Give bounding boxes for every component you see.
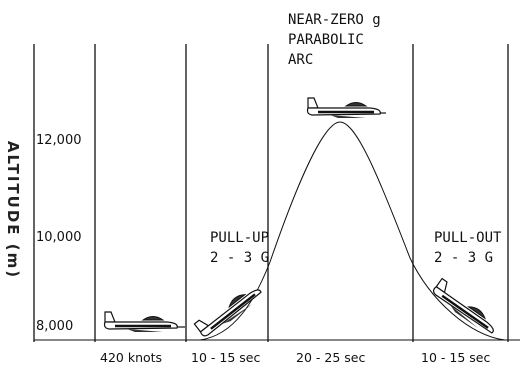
pullout-annotation: PULL-OUT 2 - 3 G (434, 228, 501, 268)
pullout-title: PULL-OUT (434, 230, 502, 246)
phase-label-pullout: 10 - 15 sec (421, 350, 491, 365)
y-axis-label-container: ALTITUDE (m) (0, 120, 26, 300)
arc-line-1: NEAR-ZERO g (288, 12, 381, 28)
pullup-g-force: 2 - 3 G (210, 250, 270, 266)
y-tick-10000: 10,000 (36, 230, 82, 245)
airplane-icon-pullout (432, 277, 494, 334)
pullup-annotation: PULL-UP 2 - 3 G (210, 228, 269, 268)
airplane-icon-arc (306, 97, 386, 118)
pullout-g-force: 2 - 3 G (434, 250, 494, 266)
flight-path-curve (199, 121, 506, 341)
phase-label-level: 420 knots (100, 350, 163, 365)
y-tick-8000: 8,000 (36, 319, 74, 334)
arc-line-2: PARABOLIC (288, 32, 364, 48)
pullup-title: PULL-UP (210, 230, 270, 246)
airplane-icon-level (103, 311, 185, 332)
phase-label-pullup: 10 - 15 sec (191, 350, 261, 365)
phase-label-arc: 20 - 25 sec (296, 350, 366, 365)
y-tick-12000: 12,000 (36, 133, 82, 148)
arc-line-3: ARC (288, 52, 314, 68)
arc-annotation: NEAR-ZERO g PARABOLIC ARC (288, 10, 381, 70)
y-axis-label: ALTITUDE (m) (4, 140, 22, 280)
airplane-icon-pullup (193, 289, 262, 337)
